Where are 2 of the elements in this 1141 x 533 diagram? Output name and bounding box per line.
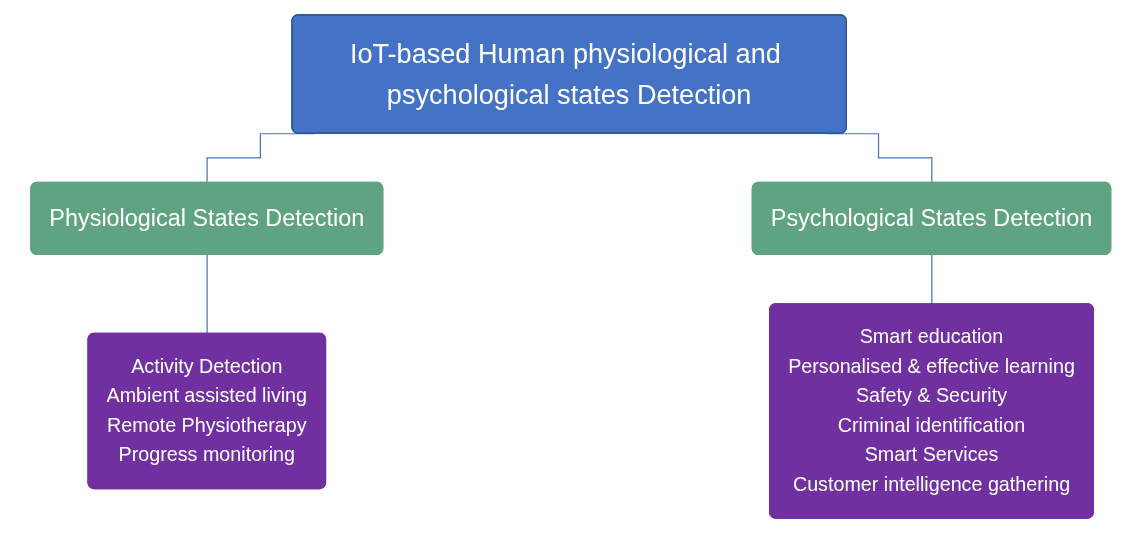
connector (206, 254, 208, 335)
connector (930, 254, 933, 305)
